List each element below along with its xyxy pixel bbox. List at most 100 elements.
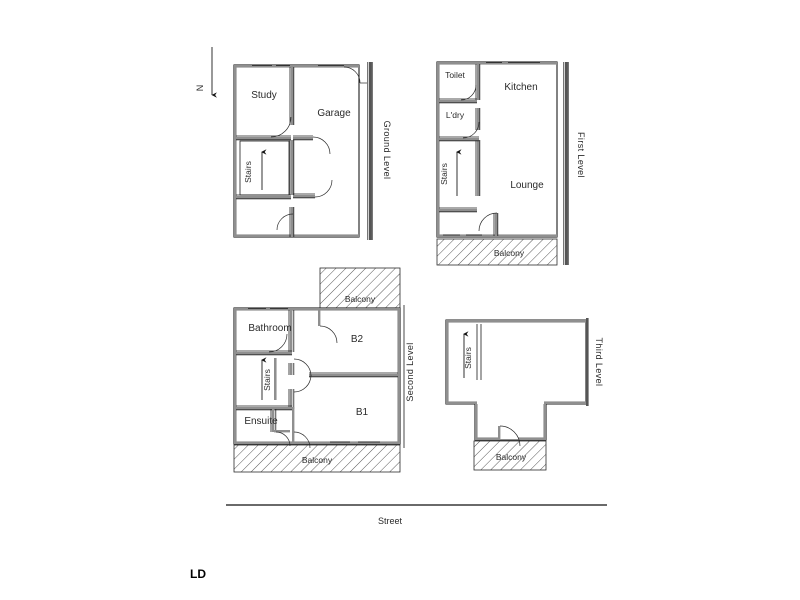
second-bed-divider: [309, 374, 398, 377]
lounge-door-swing: [478, 212, 498, 232]
room-label-laundry: L'dry: [446, 110, 465, 120]
third-wall-nook-bottom-r: [518, 437, 546, 440]
third-wall-bottom-left: [446, 401, 477, 404]
room-label-lounge: Lounge: [510, 180, 544, 191]
third-wall-nook-right: [543, 404, 546, 440]
ground-level-doors: [270, 66, 367, 231]
hall-door-swing-lower: [293, 374, 312, 393]
room-label-ensuite: Ensuite: [244, 416, 278, 427]
room-label-kitchen: Kitchen: [504, 82, 537, 93]
first-toilet-bottom-wall: [439, 100, 477, 103]
second-level-walls: [233, 305, 405, 448]
third-level-balcony: Balcony: [473, 440, 547, 471]
street-group: Street: [226, 504, 607, 526]
first-boundary-wall: [565, 62, 568, 265]
ground-wall-bottom: [234, 234, 359, 237]
b2-balcony-door-swing: [319, 325, 338, 344]
second-wall-bottom: [234, 441, 400, 444]
first-wetroom-wall-1: [477, 64, 480, 100]
room-label-garage: Garage: [317, 108, 351, 119]
ground-level-walls: [233, 62, 373, 240]
third-boundary-wall: [586, 318, 589, 406]
second-balcony-bottom-label: Balcony: [302, 455, 333, 465]
second-vpart-mid: [290, 363, 293, 375]
first-level-walls: [436, 61, 569, 265]
second-stairs-indicator: Stairs: [261, 357, 277, 400]
second-stair-stringer-fill: [274, 358, 277, 400]
first-balcony-shape: [436, 238, 558, 266]
third-level-walls: [445, 318, 589, 441]
first-wall-top: [437, 62, 557, 65]
ground-study-garage-wall-upper: [291, 67, 294, 125]
third-stairs-indicator: Stairs: [463, 331, 473, 378]
third-wall-nook-left: [475, 404, 478, 440]
north-label: N: [195, 85, 205, 92]
third-balcony-shape: [473, 440, 547, 471]
garage-rear-door-swing: [314, 179, 333, 198]
laundry-door-swing: [462, 121, 480, 139]
study-door-swing: [270, 116, 292, 138]
footer-code-label: LD: [190, 567, 206, 581]
hall-door-swing-upper: [293, 358, 312, 377]
ground-garage-jog-wall: [293, 195, 315, 198]
ground-stairs-indicator: Stairs: [243, 149, 267, 190]
third-wall-nook-bottom-l: [475, 437, 500, 440]
level-label-second: Second Level: [405, 342, 415, 401]
third-wall-bottom-right: [544, 401, 586, 404]
second-b2-jamb: [318, 310, 321, 326]
first-wall-left: [437, 62, 440, 237]
third-wall-left: [446, 320, 449, 404]
ground-study-garage-wall-lower: [291, 207, 294, 237]
third-stairs-label: Stairs: [463, 347, 473, 369]
toilet-door-swing: [460, 84, 477, 101]
first-lounge-jamb: [495, 213, 498, 236]
first-stairs-label: Stairs: [439, 163, 449, 185]
second-level-balcony-top: Balcony: [319, 267, 401, 309]
ground-stair-bottom-wall: [236, 196, 291, 199]
third-balcony-label: Balcony: [496, 452, 527, 462]
ground-boundary-wall: [369, 62, 372, 240]
north-arrow-group: N: [195, 47, 217, 98]
first-level-doors: [460, 84, 498, 232]
first-level-plan: Stairs Balcony Toilet L'dry Kitchen Loun…: [436, 61, 586, 266]
second-wall-top: [234, 308, 400, 311]
level-label-first: First Level: [576, 132, 586, 178]
first-balcony-label: Balcony: [494, 248, 525, 258]
first-level-balcony: Balcony: [436, 238, 558, 266]
room-label-bed2: B2: [351, 334, 364, 345]
second-balcony-top-label: Balcony: [345, 294, 376, 304]
ground-study-bottom-wall: [236, 137, 291, 140]
ground-stairs-label: Stairs: [243, 161, 253, 183]
second-vpart-lower: [290, 389, 293, 409]
second-level-plan: Balcony: [233, 267, 415, 473]
room-label-bed1: B1: [356, 407, 369, 418]
first-stair-wall: [477, 140, 480, 196]
first-laundry-bottom-wall: [439, 138, 479, 141]
ground-wall-top: [234, 65, 359, 68]
second-ensuite-wall: [272, 409, 275, 432]
second-wall-left: [234, 308, 237, 444]
third-level-plan: Stairs Balcony Third Level: [445, 318, 604, 471]
second-ensuite-bottom: [274, 430, 290, 433]
ground-wall-left: [234, 65, 237, 237]
ensuite-inner-door-swing: [275, 431, 291, 447]
level-label-third: Third Level: [594, 338, 604, 387]
ground-hall-door-swing: [276, 213, 294, 231]
room-label-toilet: Toilet: [445, 70, 465, 80]
second-bathroom-bottom: [236, 352, 292, 355]
first-stairs-indicator: Stairs: [439, 149, 462, 196]
second-vpart-upper: [290, 310, 293, 352]
first-stair-bottom-wall: [439, 209, 477, 212]
second-wall-right: [397, 308, 400, 444]
garage-entry-door-swing: [343, 66, 361, 84]
third-wall-top: [446, 320, 586, 323]
street-label: Street: [378, 516, 403, 526]
ground-study-garage-wall-mid: [291, 140, 294, 195]
level-label-ground: Ground Level: [382, 121, 392, 180]
ground-level-plan: Stairs Study Garage Ground Level: [233, 62, 392, 240]
room-label-bathroom: Bathroom: [248, 323, 291, 334]
second-balcony-top-shape: [319, 267, 401, 309]
second-hall-wall: [292, 407, 295, 443]
ground-garage-jog-wall-2: [293, 137, 313, 140]
